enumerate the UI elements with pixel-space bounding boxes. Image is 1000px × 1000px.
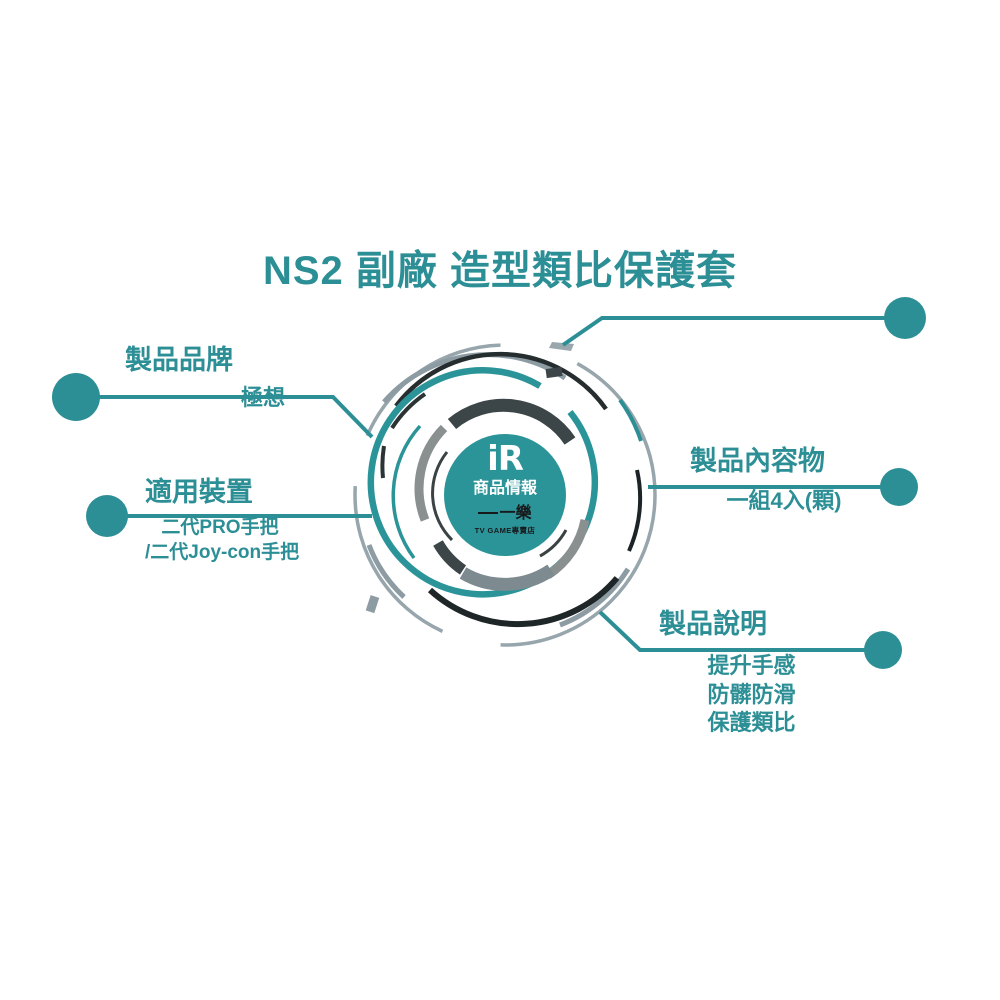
- dot-package-contents: [880, 468, 918, 506]
- callout-value-product-description-2: 保護類比: [707, 709, 796, 735]
- ring-dark-tick-left: [380, 445, 386, 479]
- ring-dark-top: [394, 351, 608, 411]
- ring-teal-main: [367, 367, 599, 598]
- callout-heading-product-brand: 製品品牌: [125, 345, 233, 375]
- dot-applicable-device: [86, 495, 128, 537]
- ring-grayblue-lower-left: [366, 544, 406, 599]
- callout-value-product-brand-0: 極想: [240, 385, 285, 411]
- logo-subtitle: 商品情報: [472, 480, 537, 497]
- ring-outer-teal-tick: [618, 398, 643, 442]
- ring-dark-right: [627, 469, 643, 552]
- callout-value-product-description-0: 提升手感: [707, 653, 796, 679]
- shop-name: TV GAME專賣店: [474, 526, 536, 535]
- logo-mark: iR: [487, 439, 524, 479]
- ring-gray-thick-right: [545, 518, 590, 579]
- brand-mark: 一樂: [499, 505, 532, 522]
- center-logo-badge: iR 商品情報 一樂 TV GAME專賣店: [444, 434, 566, 556]
- connector-title: [561, 316, 893, 347]
- callout-package-contents: 製品內容物 一組4入(顆): [690, 447, 878, 516]
- brand-rule: [478, 511, 499, 514]
- marker-tick-lowerleft: [365, 595, 380, 614]
- connector-product-description: [598, 610, 873, 652]
- connector-product-brand: [86, 395, 374, 439]
- ring-dark-hairline-left: [431, 451, 454, 542]
- dot-product-brand: [52, 373, 100, 421]
- callout-heading-product-description: 製品說明: [659, 609, 767, 639]
- callout-heading-package-contents: 製品內容物: [690, 446, 825, 476]
- marker-wedge-upperleft: [549, 342, 574, 351]
- ring-gray-thick-left: [414, 424, 448, 522]
- ring-outer-grayblue: [353, 343, 657, 647]
- callout-heading-applicable-device: 適用裝置: [145, 477, 253, 507]
- callout-product-description: 製品說明 提升手感 防髒防滑 保護類比: [659, 610, 844, 737]
- ring-dark-cap-bottomleft: [433, 540, 467, 575]
- ring-teal-thin-left: [391, 424, 422, 560]
- callout-applicable-device: 適用裝置 二代PRO手把 /二代Joy-con手把: [145, 477, 300, 565]
- ring-dark-hairline-right: [539, 529, 568, 558]
- brand-mark-row: 一樂: [444, 506, 566, 522]
- callout-value-package-contents-0: 一組4入(顆): [726, 488, 842, 514]
- ring-dark-cap-top: [447, 398, 576, 445]
- ring-grayblue-lower-right: [559, 567, 631, 628]
- callout-value-product-description-1: 防髒防滑: [707, 681, 796, 707]
- marker-square-top: [545, 366, 563, 379]
- dot-title: [884, 297, 926, 339]
- callout-value-applicable-device-1: /二代Joy-con手把: [145, 541, 300, 563]
- callout-product-brand: 製品品牌 極想: [125, 346, 285, 413]
- page-title: NS2 副廠 造型類比保護套: [262, 249, 738, 293]
- ring-dark-bottom: [427, 576, 620, 628]
- dot-product-description: [864, 631, 902, 669]
- callout-value-applicable-device-0: 二代PRO手把: [161, 517, 279, 539]
- ring-dark-tick-upperleft: [390, 392, 427, 430]
- ring-gray-cap-bottom: [459, 564, 555, 591]
